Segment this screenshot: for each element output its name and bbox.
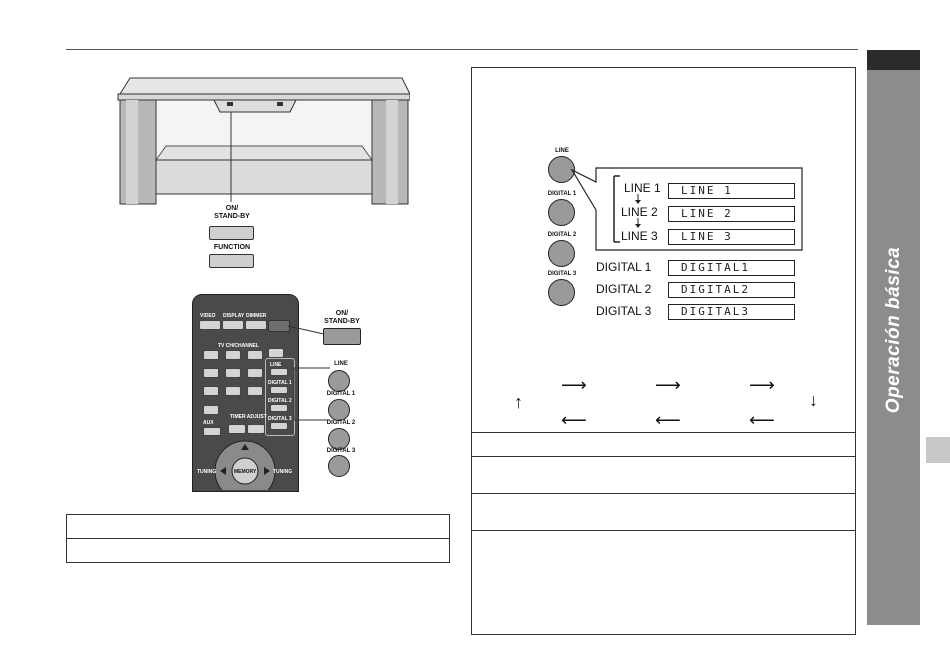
lcd-digital3: DIGITAL3	[668, 304, 795, 320]
page-marker-box	[926, 437, 950, 463]
left-info-table	[66, 514, 450, 563]
source-line3-name: LINE 3	[621, 229, 658, 243]
cycle-arrow-up: ↑	[514, 392, 523, 412]
diagram-digital1-button[interactable]	[548, 199, 575, 226]
remote-nav-pad[interactable]	[212, 438, 278, 490]
cycle-arrow-right-2: ⟶	[655, 375, 681, 395]
diagram-line-label: LINE	[555, 148, 569, 154]
remote-dimmer-text: DIMMER	[246, 313, 267, 319]
remote-digital1-label: DIGITAL 1	[326, 391, 356, 397]
unit-function-label: FUNCTION	[213, 244, 251, 251]
remote-key-7[interactable]	[203, 386, 219, 396]
remote-callout-lines	[287, 325, 330, 421]
cycle-arrow-right-3: ⟶	[749, 375, 775, 395]
source-line1-name: LINE 1	[624, 181, 661, 195]
remote-digital1-button[interactable]	[328, 399, 350, 421]
unit-onstandby-button[interactable]	[209, 226, 254, 240]
remote-line-button[interactable]	[328, 370, 350, 392]
header-rule	[66, 49, 858, 50]
remote-key-9[interactable]	[247, 386, 263, 396]
remote-tuning-left-text: TUNING	[197, 469, 217, 475]
diagram-digital3-label: DIGITAL 3	[547, 271, 577, 277]
remote-video-text: VIDEO	[200, 313, 216, 319]
remote-timer-down-key[interactable]	[228, 424, 246, 434]
cycle-arrow-right-1: ⟶	[561, 375, 587, 395]
unit-onstandby-label: ON/ STAND-BY	[214, 205, 250, 220]
left-table-divider	[67, 538, 449, 539]
panel-divider-1	[471, 432, 856, 433]
cycle-arrow-left-3: ⟵	[749, 410, 775, 430]
remote-digital3-key[interactable]	[270, 422, 288, 430]
remote-key-8[interactable]	[225, 386, 241, 396]
cycle-arrow-left-2: ⟵	[655, 410, 681, 430]
source-line2-name: LINE 2	[621, 205, 658, 219]
remote-line-label: LINE	[334, 361, 348, 367]
diagram-line-button[interactable]	[548, 156, 575, 183]
cycle-arrow-left-1: ⟵	[561, 410, 587, 430]
source-digital3-name: DIGITAL 3	[596, 304, 652, 318]
lcd-line3: LINE 3	[668, 229, 795, 245]
lcd-line1: LINE 1	[668, 183, 795, 199]
diagram-digital1-label: DIGITAL 1	[547, 191, 577, 197]
remote-line-key[interactable]	[270, 368, 288, 376]
section-side-tab	[867, 50, 920, 625]
panel-divider-2	[471, 456, 856, 457]
remote-extra-key[interactable]	[268, 348, 284, 358]
main-unit-illustration	[117, 77, 410, 205]
remote-key-4[interactable]	[203, 368, 219, 378]
remote-digital2-label: DIGITAL 2	[326, 420, 356, 426]
remote-digital3-label: DIGITAL 3	[326, 448, 356, 454]
remote-timer-text: TIMER ADJUST	[230, 414, 267, 420]
remote-key-0[interactable]	[203, 405, 219, 415]
lcd-digital2: DIGITAL2	[668, 282, 795, 298]
lcd-digital1: DIGITAL1	[668, 260, 795, 276]
side-tab-cap	[867, 50, 920, 70]
remote-digital3-button[interactable]	[328, 455, 350, 477]
remote-key-6[interactable]	[247, 368, 263, 378]
remote-onstandby-button[interactable]	[323, 328, 361, 345]
source-selection-panel	[471, 67, 856, 635]
diagram-digital3-button[interactable]	[548, 279, 575, 306]
lcd-line2: LINE 2	[668, 206, 795, 222]
line-cycle-callout	[570, 167, 803, 251]
remote-key-5[interactable]	[225, 368, 241, 378]
remote-digital2-key[interactable]	[270, 404, 288, 412]
remote-onstandby-label: ON/ STAND-BY	[324, 310, 360, 325]
remote-aux-key[interactable]	[203, 427, 221, 436]
remote-line-text: LINE	[270, 362, 282, 368]
remote-d3-text: DIGITAL 3	[268, 416, 292, 422]
source-digital1-name: DIGITAL 1	[596, 260, 652, 274]
remote-key-2[interactable]	[225, 350, 241, 360]
remote-timer-up-key[interactable]	[247, 424, 265, 434]
remote-display-key[interactable]	[222, 320, 244, 330]
remote-dimmer-key[interactable]	[245, 320, 267, 330]
remote-digital1-key[interactable]	[270, 386, 288, 394]
diagram-digital2-label: DIGITAL 2	[547, 232, 577, 238]
remote-d2-text: DIGITAL 2	[268, 398, 292, 404]
panel-divider-4	[471, 530, 856, 531]
remote-d1-text: DIGITAL 1	[268, 380, 292, 386]
diagram-digital2-button[interactable]	[548, 240, 575, 267]
remote-memory-text: MEMORY	[234, 469, 257, 475]
remote-digital2-button[interactable]	[328, 428, 350, 450]
remote-display-text: DISPLAY	[223, 313, 245, 319]
remote-aux-text: AUX	[203, 420, 214, 426]
panel-divider-3	[471, 493, 856, 494]
remote-key-1[interactable]	[203, 350, 219, 360]
unit-function-button[interactable]	[209, 254, 254, 268]
remote-key-3[interactable]	[247, 350, 263, 360]
cycle-arrow-down: ↓	[809, 390, 818, 410]
side-tab-title: Operación básica	[882, 246, 904, 414]
source-digital2-name: DIGITAL 2	[596, 282, 652, 296]
remote-tuning-right-text: TUNING	[273, 469, 293, 475]
remote-tvch-text: TV CH/CHANNEL	[218, 343, 259, 349]
side-tab-title-box: Operación básica	[867, 200, 920, 460]
remote-video-key[interactable]	[199, 320, 221, 330]
